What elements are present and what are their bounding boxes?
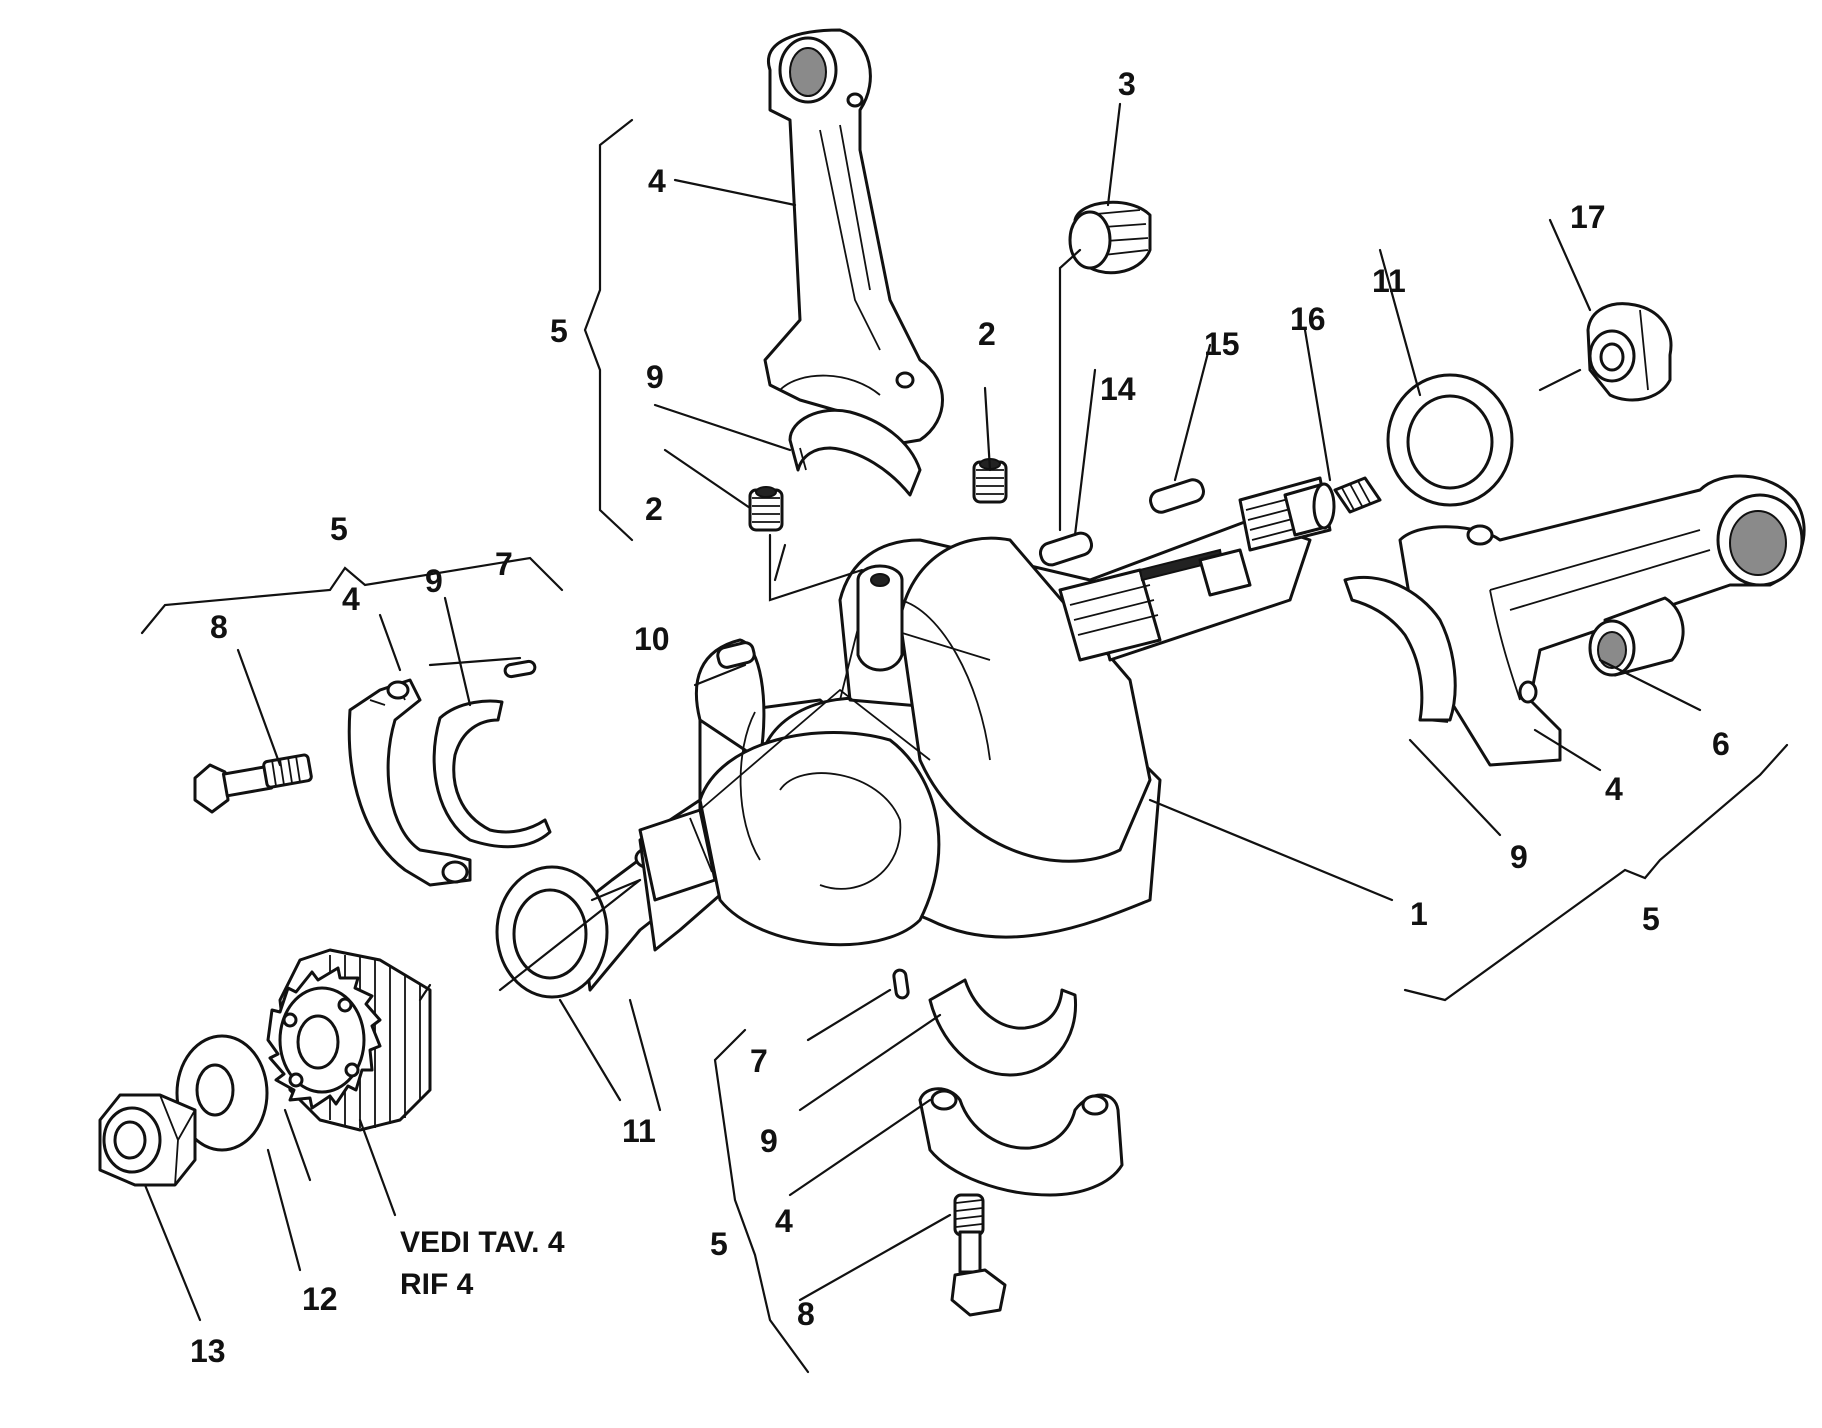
label-11-right: 11 xyxy=(1372,263,1406,299)
label-7-left: 7 xyxy=(495,546,513,582)
label-16: 16 xyxy=(1290,301,1326,337)
reference-note-line2: RIF 4 xyxy=(400,1268,474,1301)
conrod-right xyxy=(1398,474,1806,767)
pin-bottom xyxy=(892,968,910,1000)
label-2-left: 2 xyxy=(645,491,663,527)
seal-right xyxy=(1386,373,1514,507)
label-3: 3 xyxy=(1118,66,1136,102)
grub-16 xyxy=(1333,476,1382,514)
label-11-left: 11 xyxy=(622,1113,656,1149)
bracket-bottom xyxy=(713,1028,810,1374)
grub-screw-a xyxy=(748,486,784,532)
bracket-top xyxy=(583,118,634,542)
label-4-right: 4 xyxy=(1605,771,1623,807)
label-2-right: 2 xyxy=(978,316,996,352)
shell-bottom xyxy=(928,978,1078,1077)
key-14 xyxy=(1038,531,1094,567)
reference-note-line1: VEDI TAV. 4 xyxy=(400,1226,565,1259)
bolt-left xyxy=(193,753,313,814)
cap-bottom xyxy=(918,1087,1124,1197)
label-5-left: 5 xyxy=(330,511,348,547)
label-1: 1 xyxy=(1410,896,1428,932)
label-17: 17 xyxy=(1570,199,1606,235)
gear xyxy=(266,948,432,1132)
label-9-left: 9 xyxy=(425,563,443,599)
label-13: 13 xyxy=(190,1333,226,1369)
shell-right xyxy=(1343,575,1457,723)
label-7-bottom: 7 xyxy=(750,1043,768,1079)
label-14: 14 xyxy=(1100,371,1136,407)
seal-left xyxy=(495,865,609,999)
nut-left xyxy=(98,1093,197,1187)
label-12: 12 xyxy=(302,1281,338,1317)
leader-lines xyxy=(143,102,1702,1322)
label-9-top: 9 xyxy=(646,359,664,395)
label-15: 15 xyxy=(1204,326,1240,362)
washer xyxy=(175,1034,269,1152)
bushing xyxy=(1588,596,1685,677)
conrod-top xyxy=(763,28,944,447)
label-8-bottom: 8 xyxy=(797,1296,815,1332)
bracket-left xyxy=(140,556,564,635)
pin-left xyxy=(503,659,537,679)
key-15 xyxy=(1149,478,1205,514)
label-6: 6 xyxy=(1712,726,1730,762)
label-4-left: 4 xyxy=(342,581,360,617)
label-9-right: 9 xyxy=(1510,839,1528,875)
label-4-top: 4 xyxy=(648,163,666,199)
crankshaft xyxy=(578,476,1336,992)
cap-left xyxy=(347,678,472,887)
nut-right xyxy=(1586,302,1673,402)
shell-left xyxy=(432,699,552,849)
shell-top xyxy=(788,408,922,497)
label-4-bottom: 4 xyxy=(775,1203,793,1239)
label-8-left: 8 xyxy=(210,609,228,645)
label-5-top: 5 xyxy=(550,313,568,349)
bolt-bottom xyxy=(950,1193,1007,1317)
plug-top xyxy=(1068,200,1152,275)
bracket-right xyxy=(1403,743,1789,1002)
label-5-bottom: 5 xyxy=(710,1226,728,1262)
label-5-right: 5 xyxy=(1642,901,1660,937)
label-10: 10 xyxy=(634,621,670,657)
key-10 xyxy=(716,641,756,669)
label-9-bottom: 9 xyxy=(760,1123,778,1159)
